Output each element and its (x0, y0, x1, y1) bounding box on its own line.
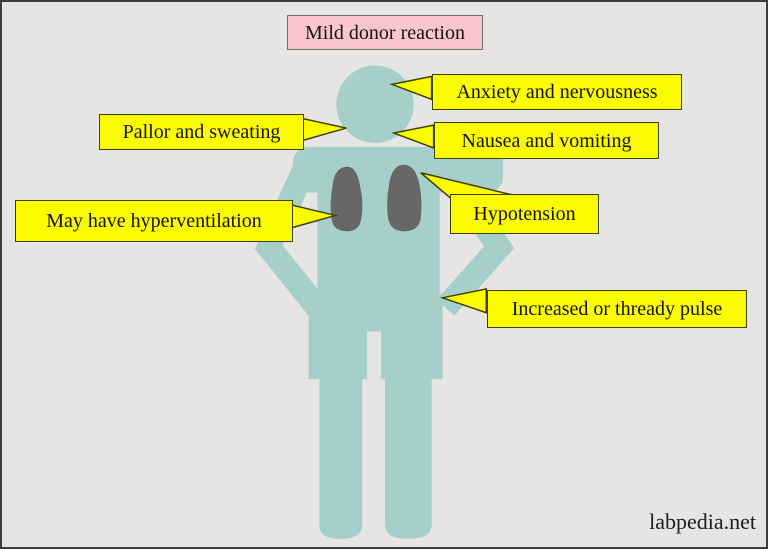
figure-left-arm (254, 165, 327, 316)
tail-pallor (299, 117, 347, 142)
callout-hyperventilation: May have hyperventilation (15, 200, 293, 242)
callout-pulse: Increased or thready pulse (487, 290, 747, 328)
callout-anxiety: Anxiety and nervousness (432, 74, 682, 110)
human-silhouette-akimbo-icon (254, 65, 515, 540)
callout-hypotension: Hypotension (450, 194, 599, 234)
tail-anxiety (389, 75, 433, 101)
tail-nausea (391, 124, 435, 150)
figure-crotch-notch (367, 331, 382, 381)
tail-pulse (439, 287, 487, 314)
figure-right-leg (384, 374, 432, 540)
callout-pallor: Pallor and sweating (99, 114, 304, 150)
callout-nausea: Nausea and vomiting (434, 122, 659, 159)
watermark: labpedia.net (649, 509, 756, 534)
left-lung (330, 166, 363, 232)
title-box: Mild donor reaction (287, 15, 483, 50)
lungs-icon (330, 164, 422, 232)
figure-left-leg (319, 374, 363, 540)
right-lung (387, 164, 422, 232)
